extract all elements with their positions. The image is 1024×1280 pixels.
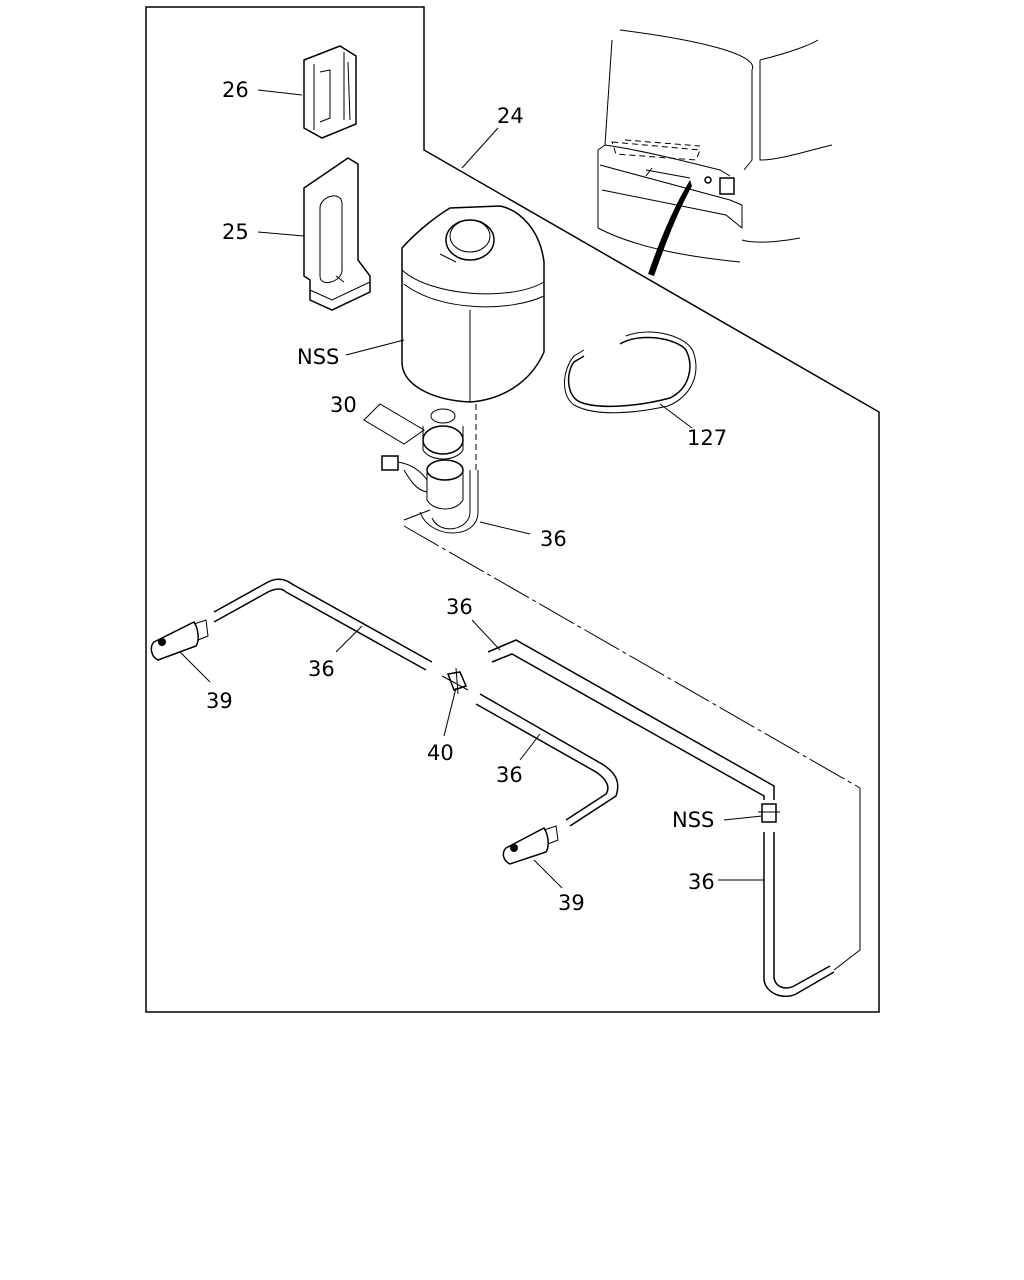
label-30: 30 [330, 393, 357, 417]
hose-36-lower-right [763, 832, 835, 998]
leader-24 [461, 127, 499, 169]
label-39-left: 39 [206, 689, 233, 713]
label-39-bottom: 39 [558, 891, 585, 915]
label-25: 25 [222, 220, 249, 244]
label-26: 26 [222, 78, 249, 102]
leader-36-mid-hose [519, 733, 541, 761]
leader-36-upper-right [471, 619, 501, 651]
leader-36-left-hose [335, 625, 363, 653]
leader-30 [363, 403, 425, 445]
vehicle-front-illustration [597, 29, 833, 276]
diagram-frame [145, 6, 880, 1013]
clamp-127 [564, 331, 697, 414]
leader-36-pump [479, 521, 531, 535]
leader-nss-connector [723, 815, 763, 821]
hose-36-upper-right [487, 639, 775, 800]
bracket-26 [303, 45, 357, 139]
leader-39-bottom [533, 859, 563, 889]
bracket-25 [303, 157, 371, 311]
leader-40 [443, 687, 457, 737]
label-36-left-hose: 36 [308, 657, 335, 681]
leader-127 [659, 403, 693, 429]
label-nss-tank: NSS [297, 345, 339, 369]
label-24: 24 [497, 104, 524, 128]
leader-26 [257, 89, 303, 96]
washer-tank [401, 205, 545, 403]
label-36-pump: 36 [540, 527, 567, 551]
hose-36-mid [475, 693, 619, 827]
label-40: 40 [427, 741, 454, 765]
label-36-upper-right: 36 [446, 595, 473, 619]
nozzle-39-bottom [502, 825, 559, 865]
washer-pump [381, 455, 479, 534]
leader-nss-tank [345, 339, 405, 356]
label-36-lower-right: 36 [688, 870, 715, 894]
check-valve-40 [441, 667, 469, 695]
nozzle-39-left [150, 619, 209, 661]
label-127: 127 [687, 426, 727, 450]
guide-line-right [833, 788, 861, 971]
label-nss-connector: NSS [672, 808, 714, 832]
leader-25 [257, 231, 305, 237]
guide-line [403, 525, 861, 789]
label-36-mid-hose: 36 [496, 763, 523, 787]
hose-36-left [213, 578, 433, 671]
connector-nss [758, 803, 780, 823]
leader-39-left [179, 651, 211, 683]
grommet-30 [422, 408, 464, 460]
